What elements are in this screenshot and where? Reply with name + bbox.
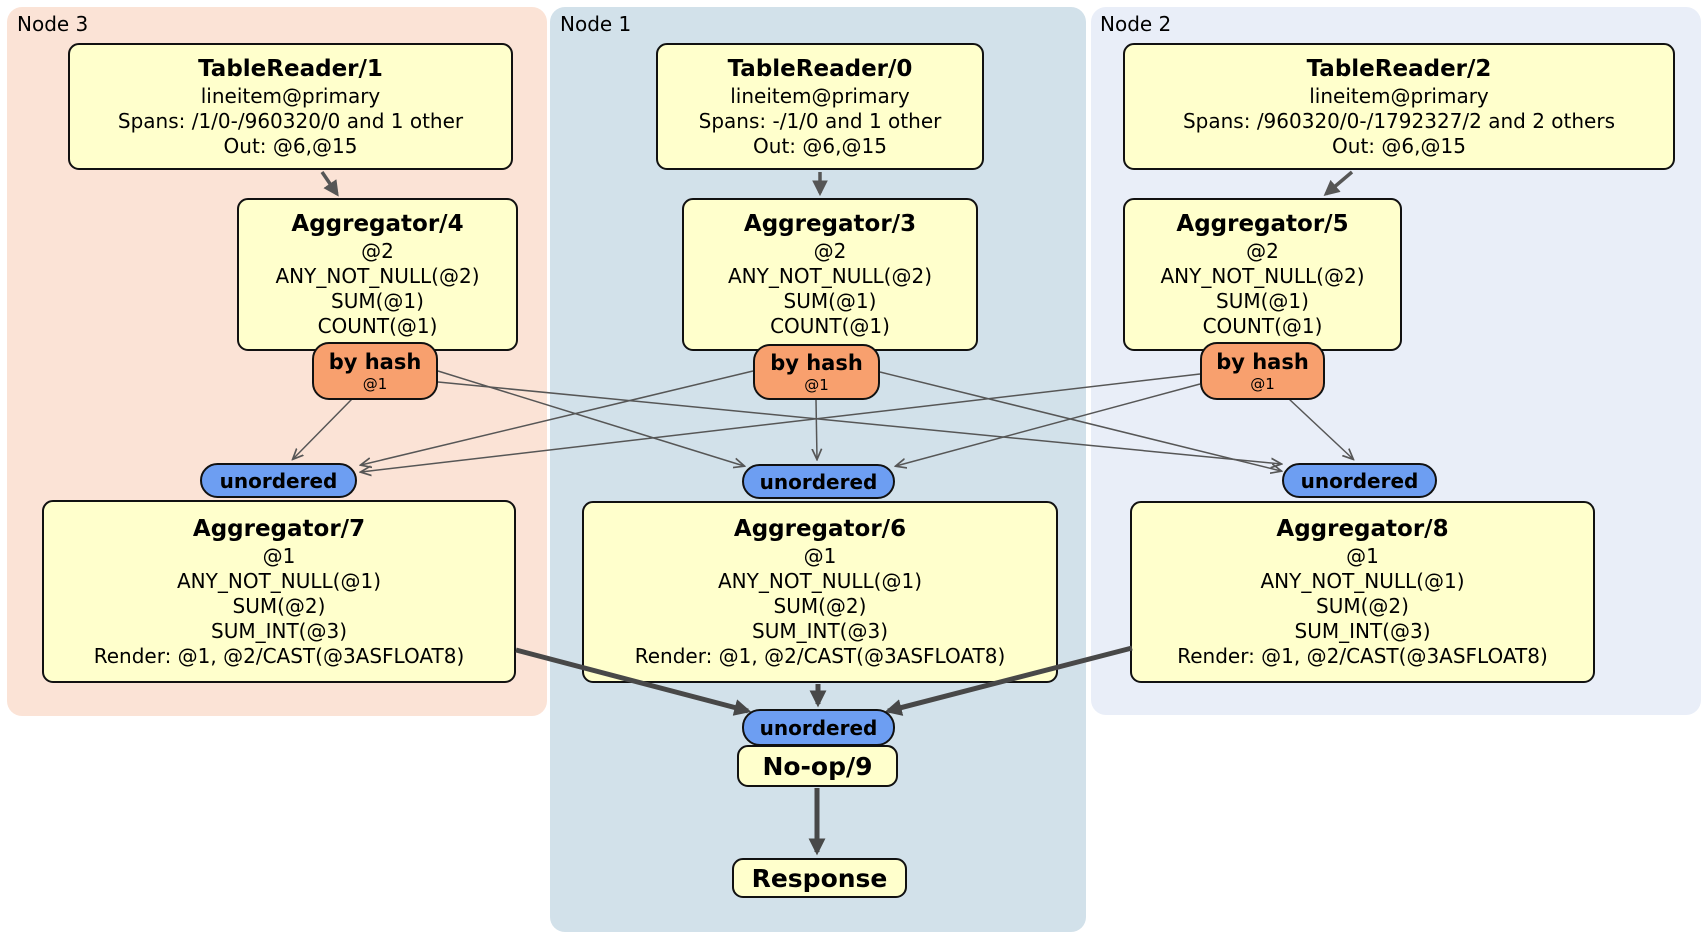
box-line: Out: @6,@15	[753, 133, 887, 158]
box-line: COUNT(@1)	[1202, 314, 1323, 338]
sync-unordered-left: unordered	[200, 463, 357, 498]
box-line: SUM(@2)	[232, 593, 326, 618]
sync-label: unordered	[1300, 468, 1419, 493]
box-line: Out: @6,@15	[1332, 133, 1466, 158]
box-line: SUM(@1)	[1216, 289, 1309, 313]
router-column: @1	[804, 375, 829, 394]
router-label: by hash	[770, 350, 863, 375]
box-line: SUM_INT(@3)	[752, 619, 888, 643]
box-line: Render: @1, @2/CAST(@3ASFLOAT8)	[634, 644, 1006, 668]
router-by-hash-center: by hash @1	[753, 344, 880, 400]
sync-label: unordered	[219, 468, 338, 493]
box-title: Aggregator/5	[1176, 211, 1349, 237]
box-line: @2	[813, 239, 847, 263]
box-title: TableReader/1	[198, 55, 383, 82]
box-title: Aggregator/3	[743, 211, 917, 237]
box-line: lineitem@primary	[200, 83, 381, 108]
box-line: COUNT(@1)	[317, 314, 438, 338]
box-noop-9: No-op/9	[737, 745, 898, 787]
box-line: SUM(@2)	[773, 594, 867, 618]
box-title: Aggregator/6	[733, 516, 907, 542]
box-title: Aggregator/4	[291, 211, 464, 237]
box-title: No-op/9	[762, 751, 873, 781]
box-line: ANY_NOT_NULL(@2)	[275, 264, 480, 288]
region-label-node-2: Node 2	[1100, 12, 1172, 36]
box-tablereader-2: TableReader/2 lineitem@primary Spans: /9…	[1123, 43, 1675, 170]
sync-unordered-center: unordered	[742, 464, 895, 499]
box-title: Aggregator/8	[1276, 516, 1449, 542]
box-line: ANY_NOT_NULL(@1)	[718, 569, 922, 593]
box-line: Spans: /1/0-/960320/0 and 1 other	[117, 108, 464, 133]
box-line: ANY_NOT_NULL(@2)	[728, 264, 932, 288]
box-line: Spans: -/1/0 and 1 other	[698, 108, 942, 133]
box-line: ANY_NOT_NULL(@1)	[1260, 569, 1465, 593]
box-title: TableReader/0	[727, 55, 913, 82]
box-title: Response	[751, 863, 888, 893]
box-title: Aggregator/7	[192, 515, 366, 542]
box-line: Spans: /960320/0-/1792327/2 and 2 others	[1182, 108, 1615, 133]
box-aggregator-7: Aggregator/7 @1 ANY_NOT_NULL(@1) SUM(@2)…	[42, 500, 516, 683]
box-aggregator-5: Aggregator/5 @2 ANY_NOT_NULL(@2) SUM(@1)…	[1123, 198, 1402, 351]
box-line: @2	[1246, 239, 1279, 263]
box-line: @2	[361, 239, 394, 263]
box-line: SUM(@1)	[783, 289, 877, 313]
router-by-hash-left: by hash @1	[312, 342, 438, 400]
sync-unordered-right: unordered	[1282, 463, 1437, 498]
region-label-node-1: Node 1	[560, 12, 632, 36]
box-line: @1	[1346, 544, 1379, 568]
box-aggregator-8: Aggregator/8 @1 ANY_NOT_NULL(@1) SUM(@2)…	[1130, 501, 1595, 683]
box-line: SUM(@1)	[331, 289, 424, 313]
router-by-hash-right: by hash @1	[1200, 342, 1325, 400]
box-line: SUM_INT(@3)	[211, 618, 347, 643]
region-label-node-3: Node 3	[17, 12, 89, 36]
sync-label: unordered	[759, 715, 878, 740]
box-aggregator-6: Aggregator/6 @1 ANY_NOT_NULL(@1) SUM(@2)…	[582, 501, 1058, 683]
sync-unordered-bottom: unordered	[742, 709, 895, 746]
router-column: @1	[362, 374, 388, 393]
router-label: by hash	[1216, 349, 1309, 374]
box-response: Response	[732, 858, 907, 898]
sync-label: unordered	[759, 469, 878, 494]
box-line: SUM_INT(@3)	[1294, 619, 1431, 643]
box-tablereader-0: TableReader/0 lineitem@primary Spans: -/…	[656, 43, 984, 170]
box-line: lineitem@primary	[730, 83, 910, 108]
box-title: TableReader/2	[1306, 55, 1492, 82]
box-line: lineitem@primary	[1309, 83, 1489, 108]
box-line: COUNT(@1)	[770, 314, 890, 338]
box-line: SUM(@2)	[1316, 594, 1409, 618]
box-line: ANY_NOT_NULL(@2)	[1160, 264, 1365, 288]
box-line: @1	[803, 544, 837, 568]
box-line: Render: @1, @2/CAST(@3ASFLOAT8)	[93, 643, 465, 668]
box-line: Render: @1, @2/CAST(@3ASFLOAT8)	[1177, 644, 1548, 668]
box-aggregator-3: Aggregator/3 @2 ANY_NOT_NULL(@2) SUM(@1)…	[682, 198, 978, 351]
box-line: Out: @6,@15	[223, 133, 358, 158]
box-tablereader-1: TableReader/1 lineitem@primary Spans: /1…	[68, 43, 513, 170]
box-line: ANY_NOT_NULL(@1)	[177, 568, 381, 593]
box-line: @1	[262, 543, 296, 568]
router-column: @1	[1250, 374, 1275, 393]
router-label: by hash	[328, 349, 422, 374]
box-aggregator-4: Aggregator/4 @2 ANY_NOT_NULL(@2) SUM(@1)…	[237, 198, 518, 351]
